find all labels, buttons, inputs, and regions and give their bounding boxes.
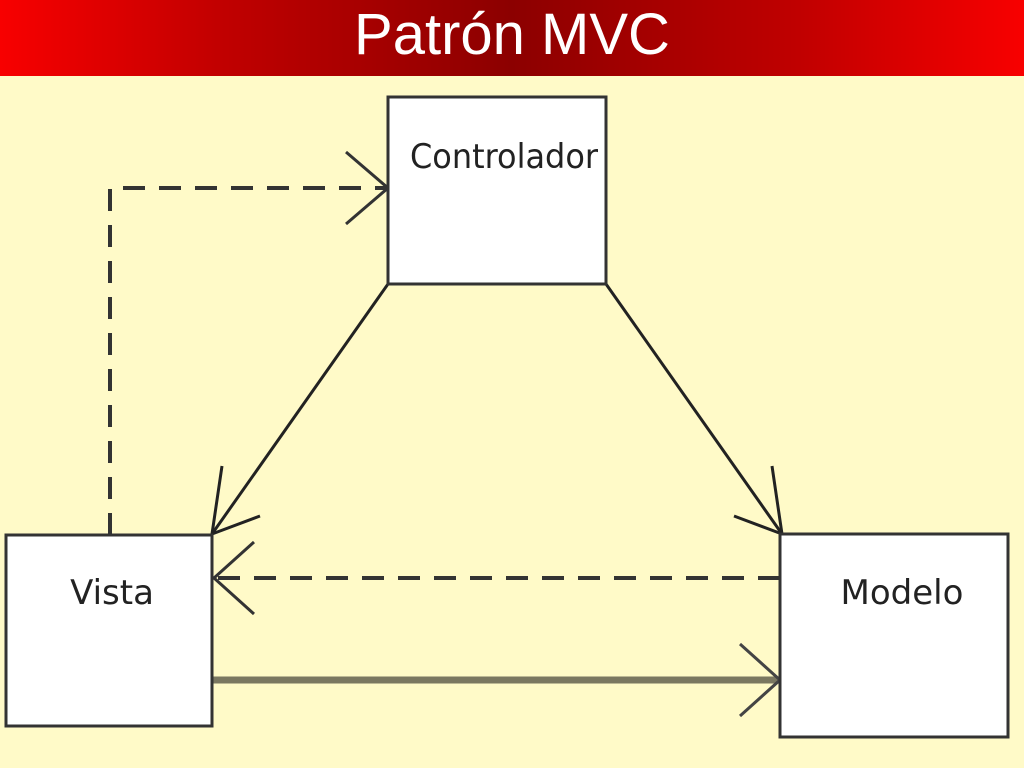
vista-box: Vista: [4, 533, 214, 728]
page-title: Patrón MVC: [354, 2, 670, 67]
title-bar: Patrón MVC: [0, 0, 1024, 76]
controlador-to-vista-arrow: [210, 283, 390, 535]
vista-label: Vista: [70, 573, 154, 613]
controlador-label: Controlador: [410, 137, 598, 177]
modelo-box: Modelo: [778, 532, 1010, 739]
controlador-to-modelo-arrow: [604, 283, 784, 535]
modelo-to-vista-arrowhead: [211, 540, 256, 616]
controlador-box: Controlador: [386, 95, 608, 286]
modelo-label: Modelo: [841, 573, 964, 613]
vista-to-controlador-dashed-arrow: [108, 186, 388, 535]
